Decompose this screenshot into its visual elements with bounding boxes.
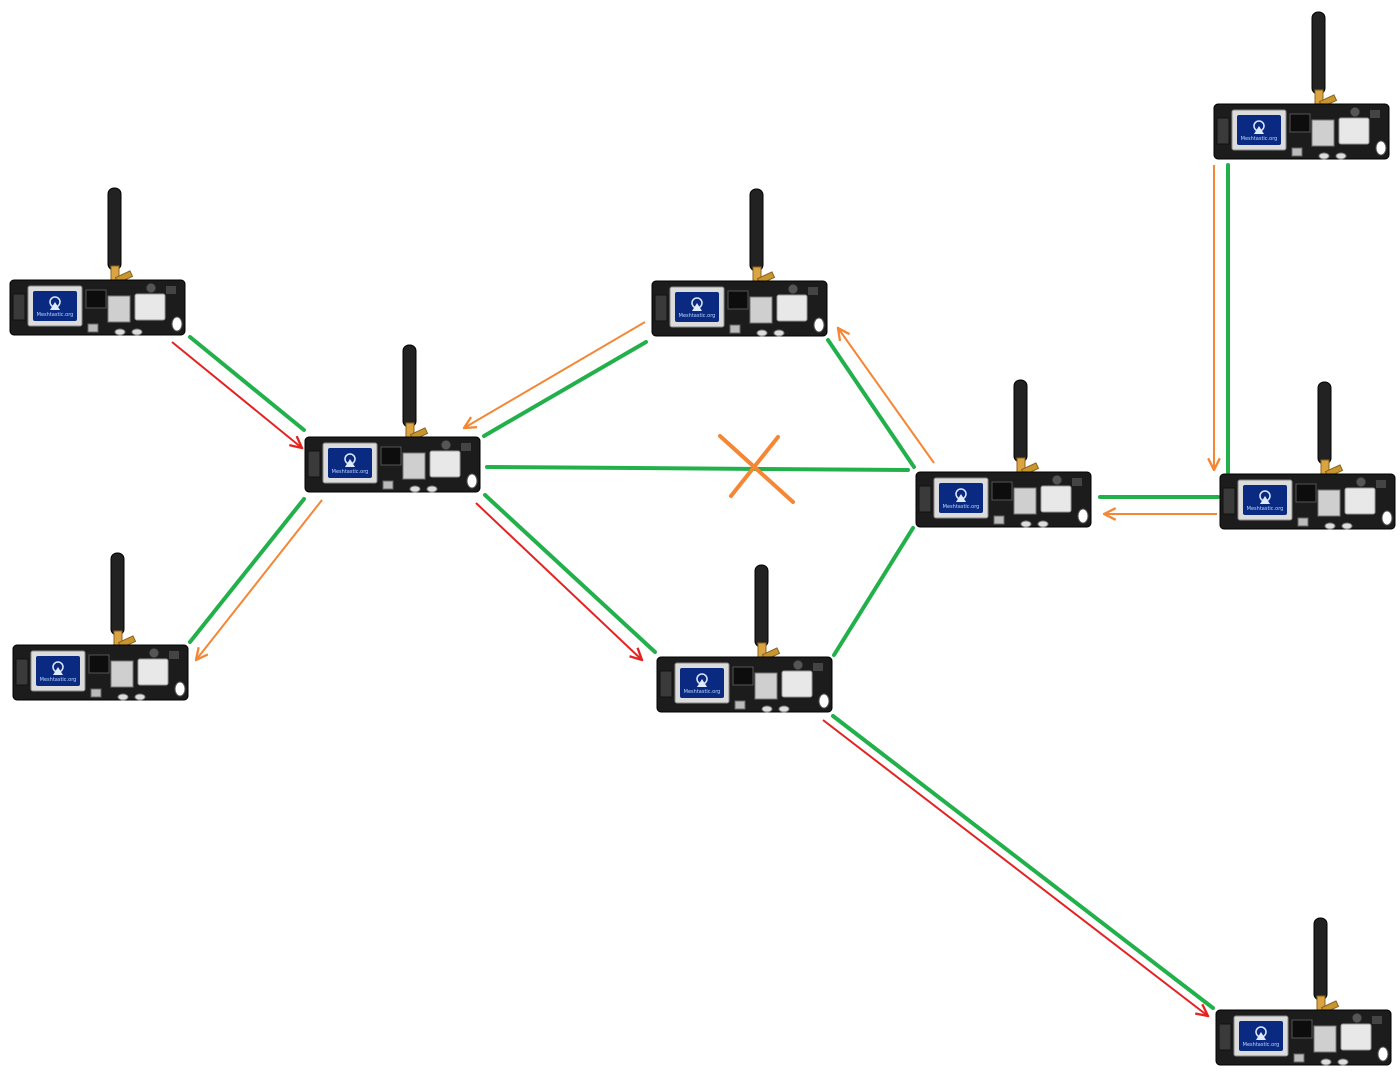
node-far-right-top: Meshtastic.org xyxy=(1213,11,1390,160)
lora-gps-board-icon: Meshtastic.org xyxy=(12,552,189,701)
node-right-center: Meshtastic.org xyxy=(915,379,1092,528)
link-node-center-to-node-left-bottom xyxy=(188,497,306,644)
marks-layer xyxy=(718,434,795,504)
link-node-center-to-node-middle-top xyxy=(482,340,648,438)
lora-gps-board-icon: Meshtastic.org xyxy=(1213,11,1390,160)
link-node-left-top-to-node-center xyxy=(188,335,306,432)
screen-text: Meshtastic.org xyxy=(40,677,77,683)
screen-text: Meshtastic.org xyxy=(679,313,716,319)
node-left-top: Meshtastic.org xyxy=(9,187,186,336)
node-far-right-middle: Meshtastic.org xyxy=(1219,381,1396,530)
message-arrow-node-left-top-to-node-center xyxy=(171,341,302,448)
node-far-right-bottom: Meshtastic.org xyxy=(1215,917,1392,1066)
screen-text: Meshtastic.org xyxy=(37,312,74,318)
lora-gps-board-icon: Meshtastic.org xyxy=(1219,381,1396,530)
link-node-center-to-node-middle-bottom xyxy=(483,493,657,654)
link-node-center-to-node-right-center xyxy=(485,465,910,472)
lora-gps-board-icon: Meshtastic.org xyxy=(1215,917,1392,1066)
link-node-middle-bottom-to-node-far-right-bottom xyxy=(831,714,1215,1010)
messages-layer xyxy=(171,165,1217,1016)
lora-gps-board-icon: Meshtastic.org xyxy=(651,188,828,337)
link-node-middle-bottom-to-node-right-center xyxy=(832,526,915,657)
message-arrow-node-middle-bottom-to-node-far-right-bottom xyxy=(822,719,1208,1016)
nodes-layer: Meshtastic.orgMeshtastic.orgMeshtastic.o… xyxy=(9,11,1396,1066)
node-left-bottom: Meshtastic.org xyxy=(12,552,189,701)
node-middle-top: Meshtastic.org xyxy=(651,188,828,337)
link-node-middle-top-to-node-right-center xyxy=(826,338,916,469)
screen-text: Meshtastic.org xyxy=(1247,506,1284,512)
lora-gps-board-icon: Meshtastic.org xyxy=(915,379,1092,528)
screen-text: Meshtastic.org xyxy=(943,504,980,510)
links-layer xyxy=(188,163,1230,1010)
screen-text: Meshtastic.org xyxy=(1241,136,1278,142)
node-middle-bottom: Meshtastic.org xyxy=(656,564,833,713)
lora-gps-board-icon: Meshtastic.org xyxy=(656,564,833,713)
lora-gps-board-icon: Meshtastic.org xyxy=(304,344,481,493)
relay-arrow-node-middle-top-to-node-center xyxy=(464,321,646,428)
relay-arrow-node-center-to-node-left-bottom xyxy=(196,499,323,660)
screen-text: Meshtastic.org xyxy=(1243,1042,1280,1048)
screen-text: Meshtastic.org xyxy=(332,469,369,475)
node-center: Meshtastic.org xyxy=(304,344,481,493)
lora-gps-board-icon: Meshtastic.org xyxy=(9,187,186,336)
screen-text: Meshtastic.org xyxy=(684,689,721,695)
relay-arrow-node-right-center-to-node-middle-top xyxy=(838,328,935,464)
broken-link-x-icon xyxy=(718,434,795,504)
message-arrow-node-center-to-node-middle-bottom xyxy=(475,502,642,660)
